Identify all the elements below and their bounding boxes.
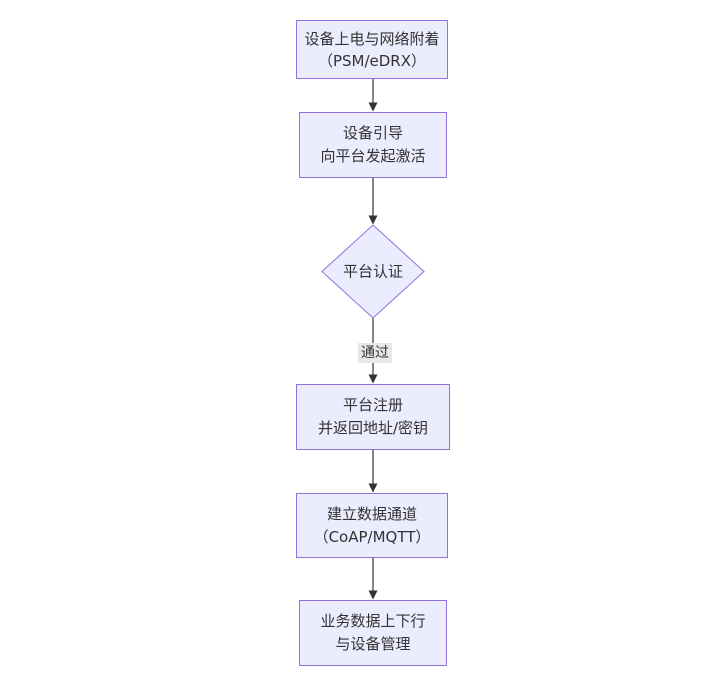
node-platform-auth-label: 平台认证 bbox=[342, 262, 404, 281]
node-business-line2: 与设备管理 bbox=[335, 635, 411, 653]
node-bootstrap-line1: 设备引导 bbox=[342, 124, 403, 142]
node-data-channel-line1: 建立数据通道 bbox=[326, 504, 417, 523]
node-bootstrap-line2: 向平台发起激活 bbox=[320, 147, 426, 165]
node-bootstrap: 设备引导 向平台发起激活 bbox=[299, 112, 447, 178]
node-power-attach: 设备上电与网络附着 （PSM/eDRX） bbox=[296, 20, 448, 79]
node-data-channel: 建立数据通道 （CoAP/MQTT） bbox=[296, 493, 448, 558]
edge-label-pass: 通过 bbox=[358, 343, 392, 363]
node-register-line1: 平台注册 bbox=[342, 396, 403, 414]
node-power-attach-line1: 设备上电与网络附着 bbox=[304, 29, 440, 48]
node-data-channel-line2: （CoAP/MQTT） bbox=[313, 527, 431, 546]
node-business: 业务数据上下行 与设备管理 bbox=[299, 600, 447, 666]
node-register: 平台注册 并返回地址/密钥 bbox=[296, 384, 450, 450]
node-business-line1: 业务数据上下行 bbox=[320, 612, 426, 630]
node-power-attach-line2: （PSM/eDRX） bbox=[317, 51, 427, 70]
node-register-line2: 并返回地址/密钥 bbox=[317, 419, 429, 437]
